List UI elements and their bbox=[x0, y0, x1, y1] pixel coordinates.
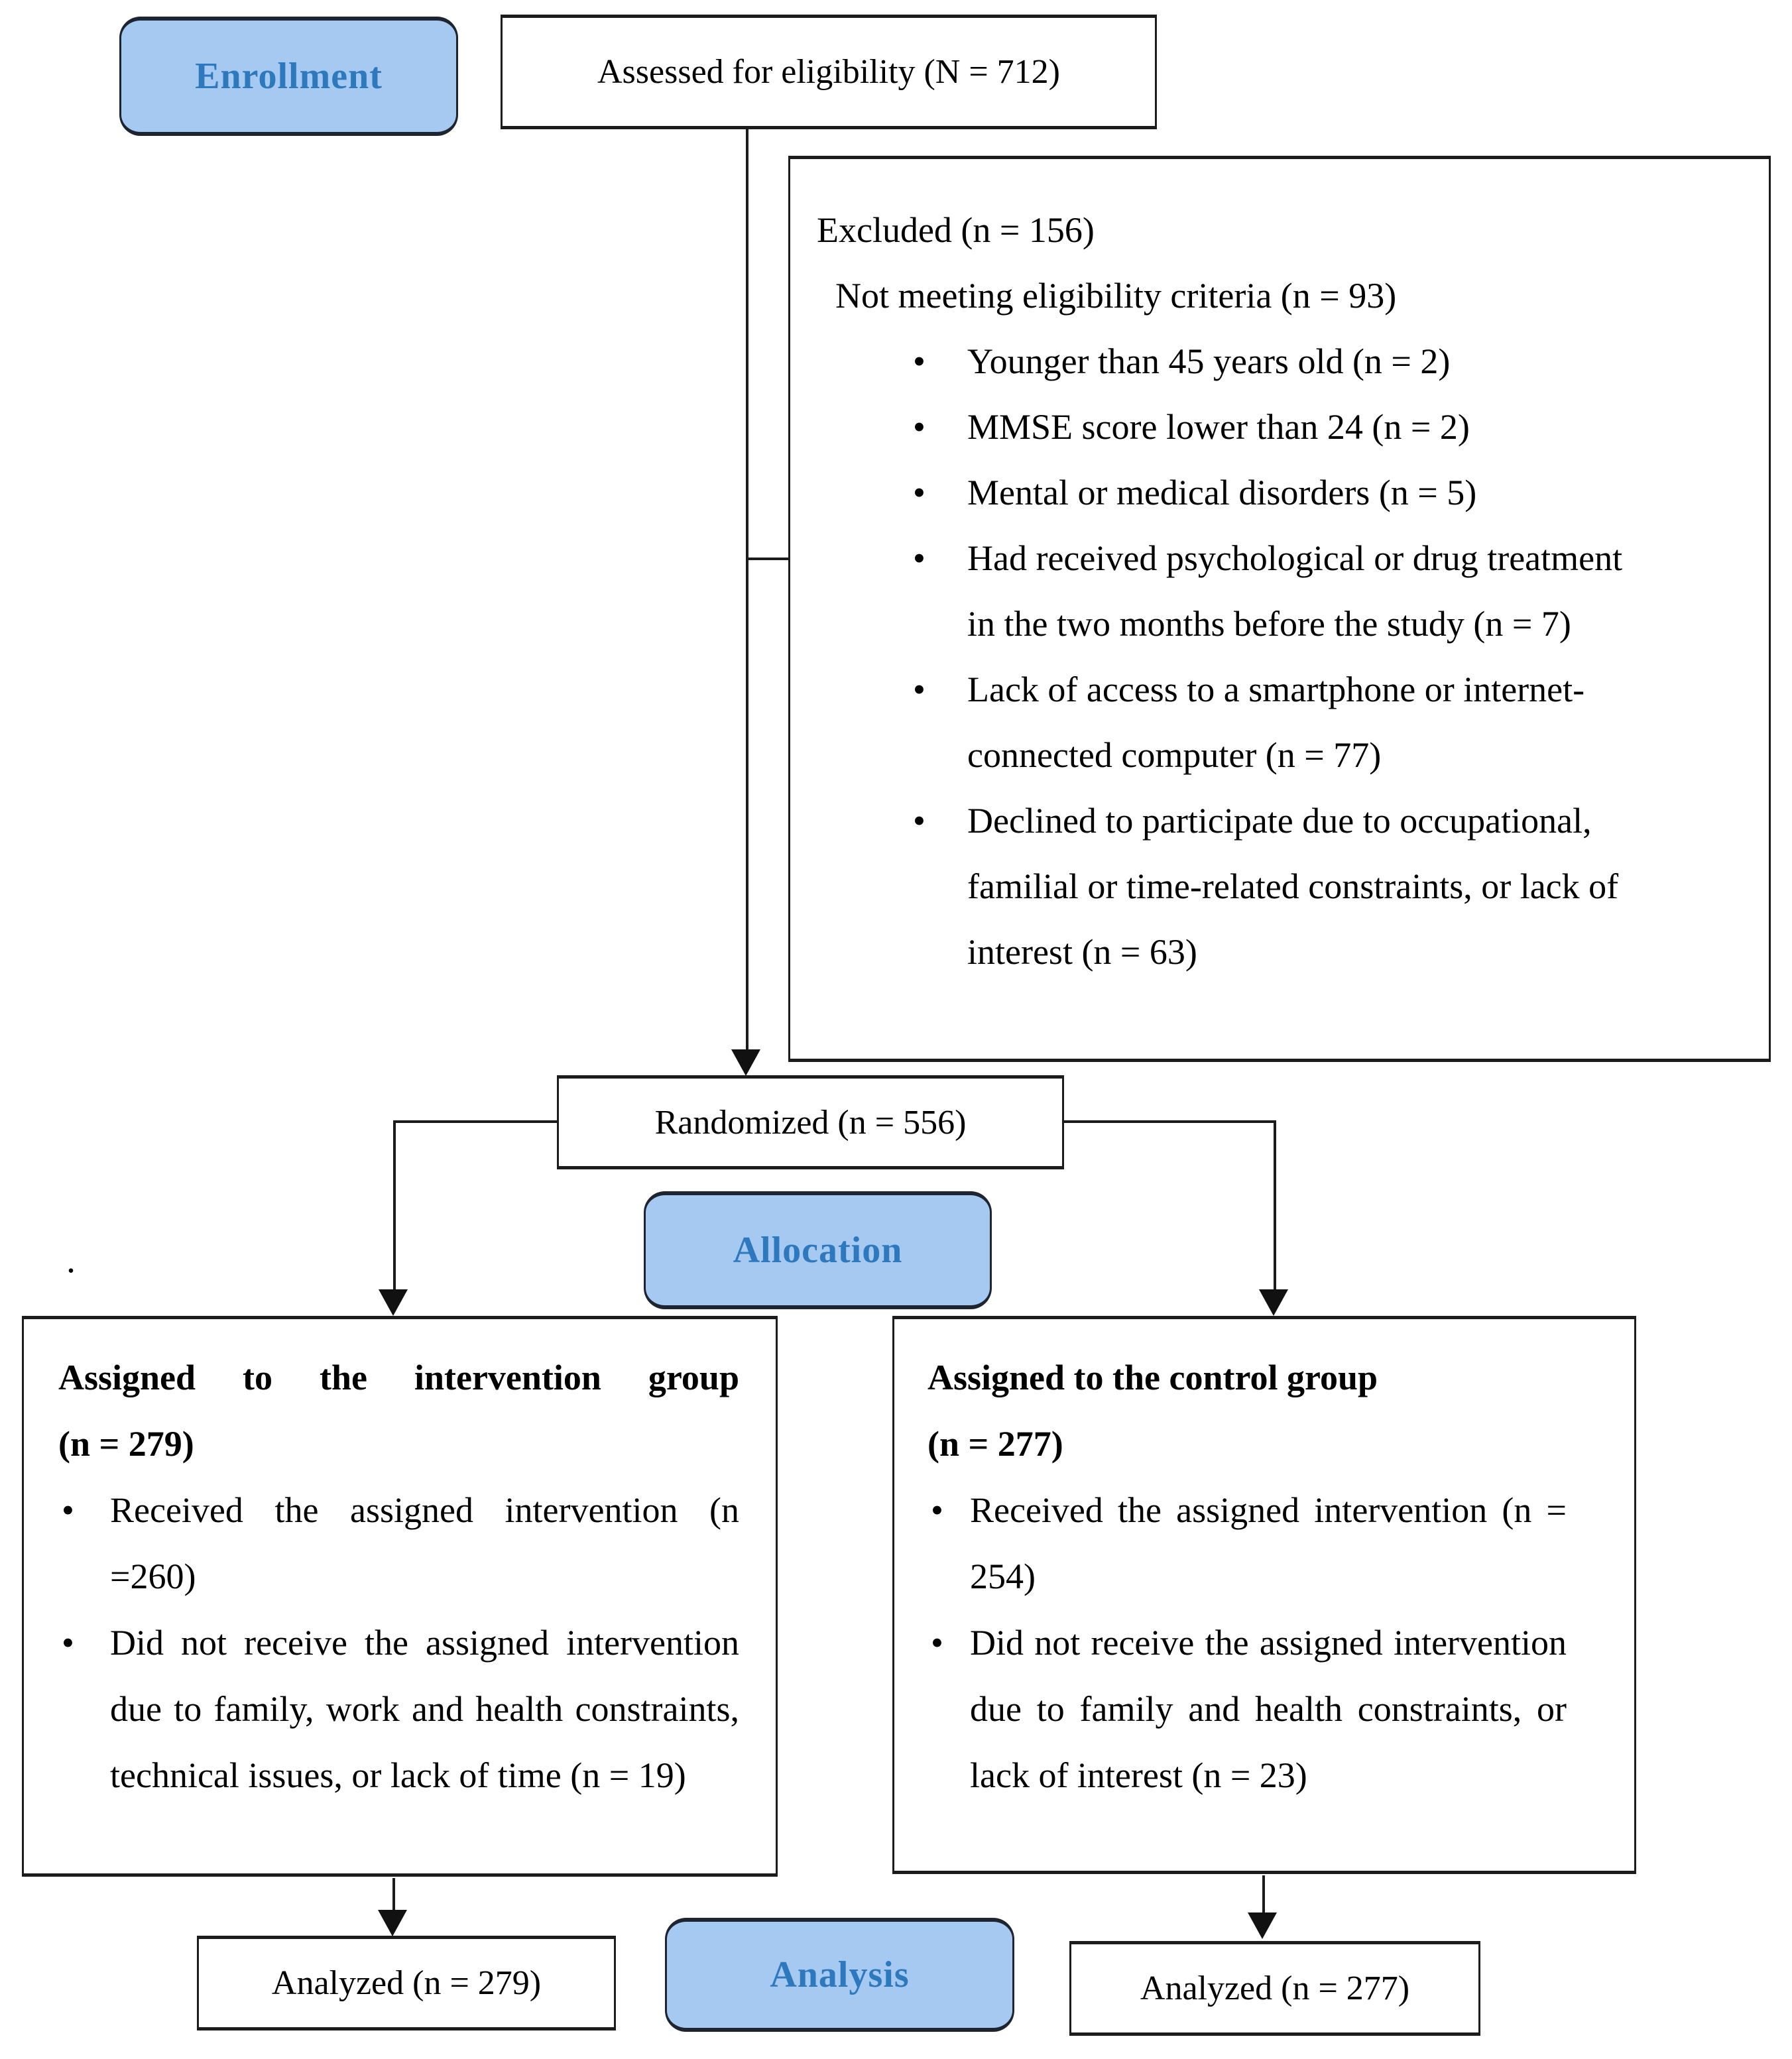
analyzed-control-label: Analyzed (n = 277) bbox=[1140, 1970, 1410, 2007]
intervention-bullet-text: Did not receive the assigned interventio… bbox=[110, 1623, 739, 1795]
excluded-bullet-text: Mental or medical disorders (n = 5) bbox=[967, 473, 1477, 512]
arrowhead-intervention bbox=[379, 1289, 408, 1316]
control-group-count: (n = 277) bbox=[927, 1424, 1063, 1464]
arrowhead-randomized bbox=[731, 1049, 760, 1076]
bullet-icon: • bbox=[913, 341, 926, 381]
control-group-content: Assigned to the control group (n = 277) … bbox=[894, 1319, 1634, 1808]
analyzed-intervention-box: Analyzed (n = 279) bbox=[197, 1936, 616, 2030]
connector-to-excluded bbox=[746, 558, 790, 560]
excluded-bullet-text: MMSE score lower than 24 (n = 2) bbox=[967, 407, 1470, 447]
connector-control-to-analyzed bbox=[1262, 1875, 1265, 1912]
bullet-icon: • bbox=[913, 473, 926, 512]
excluded-bullet: • Had received psychological or drug tre… bbox=[893, 526, 1630, 657]
excluded-bullet-text: Younger than 45 years old (n = 2) bbox=[967, 341, 1451, 381]
assessed-box: Assessed for eligibility (N = 712) bbox=[501, 15, 1157, 129]
control-bullet: • Did not receive the assigned intervent… bbox=[927, 1610, 1567, 1808]
arrowhead-analyzed-control bbox=[1248, 1912, 1277, 1939]
connector-left-vertical bbox=[393, 1120, 396, 1291]
bullet-icon: • bbox=[931, 1623, 943, 1663]
intervention-group-title: Assigned to the intervention group bbox=[58, 1358, 739, 1397]
enrollment-badge: Enrollment bbox=[119, 17, 458, 136]
bullet-icon: • bbox=[913, 407, 926, 447]
connector-left-horizontal bbox=[393, 1120, 558, 1123]
excluded-bullet: • MMSE score lower than 24 (n = 2) bbox=[893, 394, 1630, 460]
excluded-content: Excluded (n = 156) Not meeting eligibili… bbox=[790, 159, 1769, 985]
connector-assessed-to-randomized bbox=[746, 129, 748, 1052]
excluded-subtitle: Not meeting eligibility criteria (n = 93… bbox=[835, 276, 1397, 316]
control-group-title: Assigned to the control group bbox=[927, 1358, 1378, 1397]
arrowhead-control bbox=[1259, 1289, 1288, 1316]
bullet-icon: • bbox=[62, 1623, 74, 1663]
excluded-bullet-text: Had received psychological or drug treat… bbox=[967, 538, 1623, 644]
bullet-icon: • bbox=[62, 1490, 74, 1530]
control-bullet: • Received the assigned intervention (n … bbox=[927, 1477, 1567, 1610]
allocation-badge-label: Allocation bbox=[733, 1230, 903, 1271]
connector-intervention-to-analyzed bbox=[392, 1878, 395, 1911]
bullet-icon: • bbox=[913, 538, 926, 578]
intervention-group-box: Assigned to the intervention group (n = … bbox=[22, 1316, 778, 1877]
randomized-label: Randomized (n = 556) bbox=[654, 1103, 967, 1142]
control-bullet-text: Did not receive the assigned interventio… bbox=[970, 1623, 1567, 1795]
analysis-badge-label: Analysis bbox=[770, 1954, 910, 1995]
bullet-icon: • bbox=[931, 1490, 943, 1530]
analysis-badge: Analysis bbox=[665, 1918, 1014, 2032]
randomized-box: Randomized (n = 556) bbox=[557, 1075, 1064, 1169]
enrollment-badge-label: Enrollment bbox=[195, 56, 383, 97]
bullet-icon: • bbox=[913, 670, 926, 709]
intervention-group-content: Assigned to the intervention group (n = … bbox=[24, 1319, 776, 1808]
stray-dot: . bbox=[66, 1240, 76, 1281]
control-bullet-text: Received the assigned intervention (n = … bbox=[970, 1490, 1567, 1596]
intervention-bullet: • Received the assigned intervention (n … bbox=[58, 1477, 739, 1610]
analyzed-intervention-label: Analyzed (n = 279) bbox=[271, 1964, 542, 2002]
excluded-bullet-text: Lack of access to a smartphone or intern… bbox=[967, 670, 1585, 775]
assessed-label: Assessed for eligibility (N = 712) bbox=[597, 53, 1060, 91]
excluded-bullet-text: Declined to participate due to occupatio… bbox=[967, 801, 1619, 972]
control-group-box: Assigned to the control group (n = 277) … bbox=[892, 1316, 1636, 1874]
excluded-box: Excluded (n = 156) Not meeting eligibili… bbox=[788, 156, 1771, 1062]
connector-right-horizontal bbox=[1063, 1120, 1276, 1123]
connector-right-vertical bbox=[1274, 1120, 1276, 1291]
analyzed-control-box: Analyzed (n = 277) bbox=[1069, 1941, 1480, 2036]
allocation-badge: Allocation bbox=[644, 1191, 992, 1309]
intervention-bullet-text: Received the assigned intervention (n =2… bbox=[110, 1490, 739, 1596]
arrowhead-analyzed-intervention bbox=[378, 1910, 407, 1936]
excluded-title: Excluded (n = 156) bbox=[817, 210, 1095, 250]
excluded-bullet: • Mental or medical disorders (n = 5) bbox=[893, 460, 1630, 526]
intervention-bullet: • Did not receive the assigned intervent… bbox=[58, 1610, 739, 1808]
intervention-group-count: (n = 279) bbox=[58, 1424, 194, 1464]
bullet-icon: • bbox=[913, 801, 926, 841]
excluded-bullet: • Lack of access to a smartphone or inte… bbox=[893, 657, 1630, 788]
excluded-bullet: • Younger than 45 years old (n = 2) bbox=[893, 329, 1630, 394]
excluded-bullet: • Declined to participate due to occupat… bbox=[893, 788, 1630, 985]
